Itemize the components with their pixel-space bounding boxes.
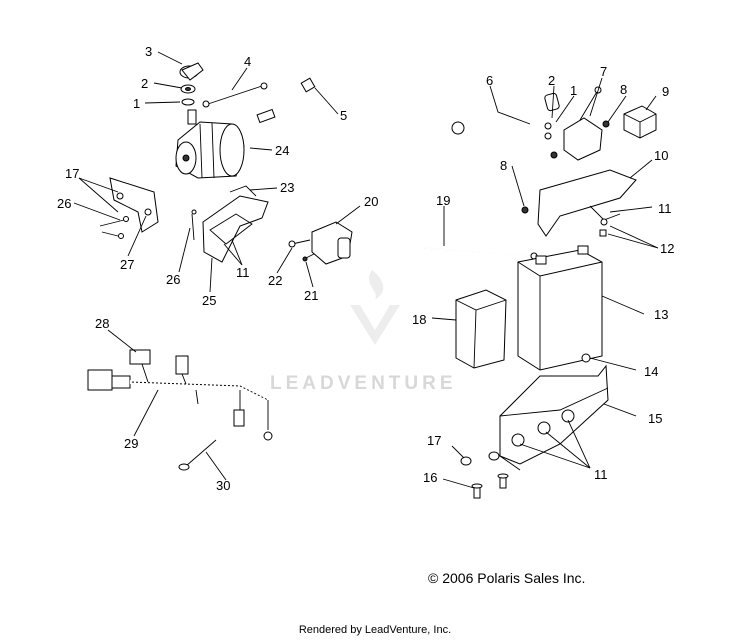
callout-15: 15 — [648, 411, 662, 426]
starter-motor — [175, 109, 245, 179]
callout-14: 14 — [644, 364, 658, 379]
battery — [517, 245, 603, 371]
callout-7: 7 — [600, 64, 607, 79]
watermark-text: LEADVENTURE — [270, 373, 457, 394]
relay — [288, 221, 353, 265]
nut-8 — [521, 206, 529, 214]
leader-lines — [73, 51, 659, 489]
battery-pad — [455, 289, 507, 369]
bolt-14 — [581, 353, 591, 363]
relay-box-9 — [623, 105, 657, 139]
callout-9: 9 — [662, 84, 669, 99]
callout-2: 2 — [548, 73, 555, 88]
callout-11: 11 — [594, 467, 608, 482]
callout-11: 11 — [658, 201, 672, 216]
callout-6: 6 — [486, 73, 493, 88]
screws-left — [99, 216, 129, 239]
solenoid-bracket — [537, 169, 637, 237]
callout-20: 20 — [364, 194, 378, 209]
callout-11: 11 — [236, 265, 250, 280]
nut-17b — [460, 451, 500, 466]
callout-23: 23 — [280, 180, 294, 195]
callout-4: 4 — [244, 54, 251, 69]
starter-cable-short — [202, 82, 268, 108]
solenoid-mount — [191, 185, 269, 263]
copyright-text: © 2006 Polaris Sales Inc. — [428, 570, 586, 586]
watermark-logo — [350, 270, 400, 345]
callout-27: 27 — [120, 257, 134, 272]
washer-nut — [180, 84, 196, 106]
starter-cap — [179, 62, 204, 81]
battery-box — [499, 364, 609, 471]
bolt-16 — [471, 473, 509, 499]
bolts-12 — [599, 218, 608, 237]
callout-8: 8 — [620, 82, 627, 97]
callout-1: 1 — [570, 83, 577, 98]
callout-26: 26 — [57, 196, 71, 211]
callout-18: 18 — [412, 312, 426, 327]
callout-3: 3 — [145, 44, 152, 59]
solenoid — [544, 86, 610, 161]
callout-13: 13 — [654, 307, 668, 322]
callout-17: 17 — [427, 433, 441, 448]
callout-29: 29 — [124, 436, 138, 451]
starter-boot-cable — [256, 77, 316, 124]
callout-numbers: 3 2 1 4 5 24 17 26 27 23 26 11 25 20 22 … — [57, 44, 674, 493]
callout-2: 2 — [141, 76, 148, 91]
callout-1: 1 — [133, 96, 140, 111]
callout-10: 10 — [654, 148, 668, 163]
callout-21: 21 — [304, 288, 318, 303]
wire-harness — [87, 349, 273, 441]
callout-26: 26 — [166, 272, 180, 287]
callout-16: 16 — [423, 470, 437, 485]
callout-5: 5 — [340, 108, 347, 123]
callout-8: 8 — [500, 158, 507, 173]
callout-17: 17 — [65, 166, 79, 181]
starter-bracket — [109, 177, 159, 233]
callout-12: 12 — [660, 241, 674, 256]
callout-28: 28 — [95, 316, 109, 331]
callout-24: 24 — [275, 143, 289, 158]
callout-22: 22 — [268, 273, 282, 288]
callout-25: 25 — [202, 293, 216, 308]
battery-strap — [423, 247, 538, 260]
battery-cable-6 — [451, 92, 560, 135]
footer-text: Rendered by LeadVenture, Inc. — [298, 624, 452, 636]
cable-tie — [178, 439, 217, 471]
callout-30: 30 — [216, 478, 230, 493]
callout-19: 19 — [436, 193, 450, 208]
